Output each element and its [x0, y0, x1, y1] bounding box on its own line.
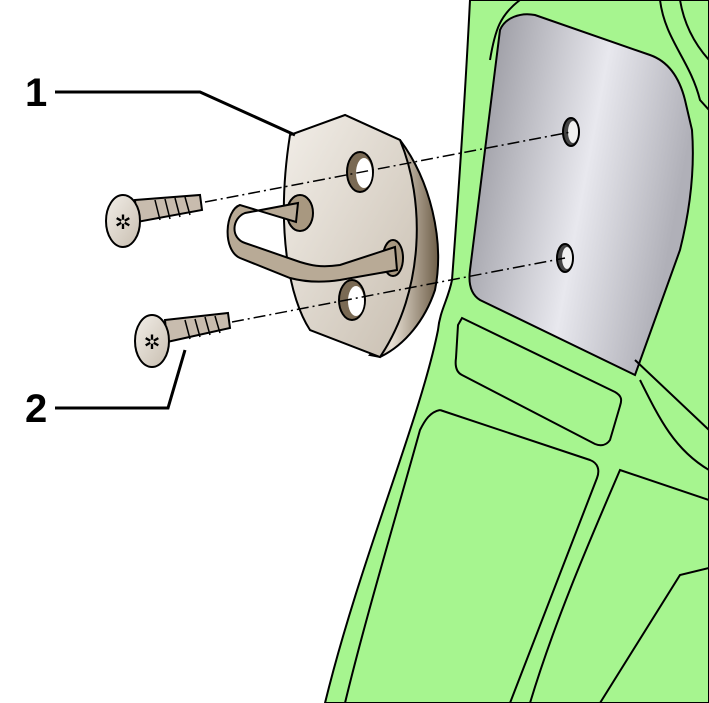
leader-line-2 — [55, 349, 187, 410]
mounting-area — [468, 13, 694, 377]
mount-hole-upper-inner — [568, 121, 578, 143]
panel-rib-top — [489, 0, 709, 111]
panel-rib-middle — [454, 316, 623, 447]
torx-icon: ✲ — [144, 330, 161, 354]
panel-rib-lower — [344, 409, 600, 703]
panel-rib-edge — [529, 468, 709, 703]
plate-hole-upper-inner — [356, 158, 372, 188]
mount-hole-lower-inner — [562, 247, 572, 269]
striker-plate — [282, 113, 418, 359]
panel-rib-right — [599, 359, 709, 703]
callout-2: 2 — [25, 387, 48, 431]
callout-1: 1 — [25, 71, 48, 115]
striker-stirrup — [226, 201, 399, 283]
leader-line-1 — [55, 90, 296, 137]
screw-upper: ✲ — [105, 193, 204, 248]
plate-hole-lower-inner — [348, 286, 364, 316]
torx-icon: ✲ — [115, 210, 132, 234]
alignment-line-upper — [204, 131, 572, 203]
screw-lower: ✲ — [134, 311, 232, 368]
